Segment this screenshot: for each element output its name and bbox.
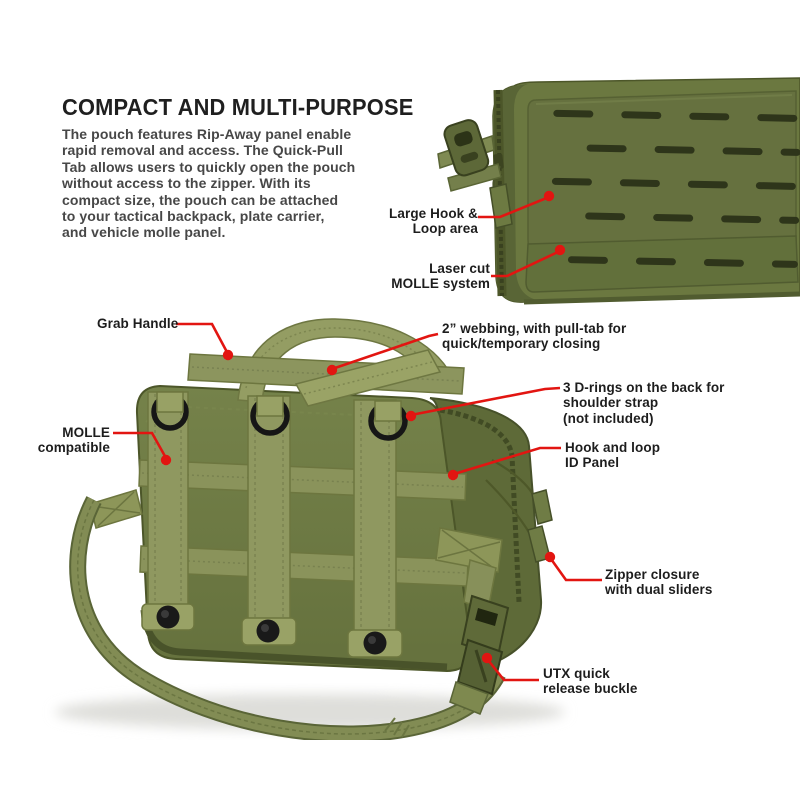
callout-label-webbing: 2” webbing, with pull-tab for quick/temp… (442, 321, 627, 352)
side-release-buckle (437, 119, 502, 192)
strap-fray (384, 717, 410, 738)
callout-label-grab-handle: Grab Handle (97, 316, 179, 331)
page-title: COMPACT AND MULTI-PURPOSE (62, 94, 414, 120)
strap-anchor-right (435, 527, 503, 573)
callout-label-laser-cut-molle: Laser cut MOLLE system (391, 261, 490, 292)
molle-strap (347, 399, 403, 658)
callout-label-large-hook-loop: Large Hook & Loop area (389, 206, 478, 237)
callout-label-id-panel: Hook and loop ID Panel (565, 440, 661, 471)
description-text: The pouch features Rip-Away panel enable… (62, 126, 356, 241)
d-ring-tabs (156, 391, 402, 422)
callout-label-zipper-closure: Zipper closure with dual sliders (605, 567, 713, 598)
callout-label-utx-buckle: UTX quick release buckle (543, 666, 638, 697)
snap-button (363, 631, 387, 655)
laser-molle-band (525, 235, 799, 293)
molle-strap (241, 395, 297, 646)
callout-label-d-rings: 3 D-rings on the back for shoulder strap… (563, 380, 725, 426)
molle-strap (141, 391, 195, 631)
callout-label-molle-compatible: MOLLE compatible (37, 425, 110, 456)
snap-button (156, 605, 180, 629)
main-product-photo (55, 318, 565, 740)
shoulder-strap (69, 496, 506, 740)
molle-straps (141, 391, 403, 658)
zipper-pull (531, 489, 553, 525)
snap-button (256, 619, 280, 643)
laser-cut-slots (551, 109, 800, 224)
